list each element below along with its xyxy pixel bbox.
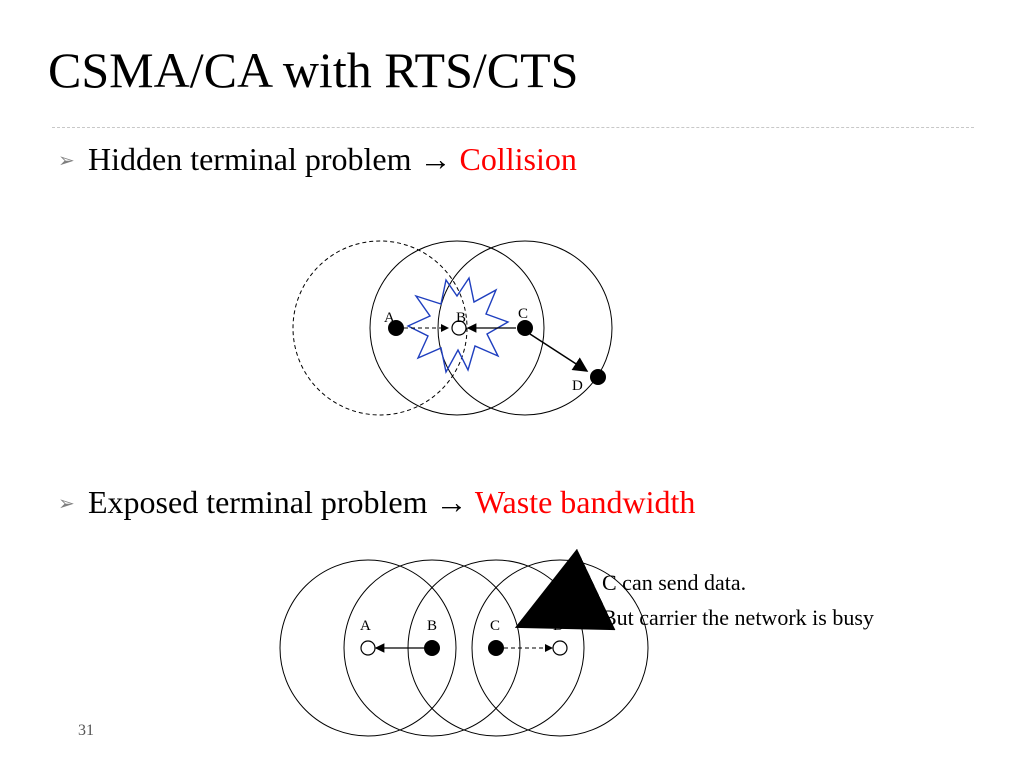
node-b xyxy=(451,320,467,336)
bullet-exposed-terminal: ➢ Exposed terminal problem → Waste bandwi… xyxy=(58,482,695,523)
bullet-hidden-terminal: ➢ Hidden terminal problem → Collision xyxy=(58,139,577,180)
label-d: D xyxy=(572,378,583,394)
node-c xyxy=(517,320,533,336)
collision-burst-icon xyxy=(406,276,510,375)
exposed-terminal-diagram: A B C D C can send data. But carrier the… xyxy=(279,548,874,737)
node-a xyxy=(388,320,404,336)
slide-title: CSMA/CA with RTS/CTS xyxy=(48,42,579,98)
arrow-bullet-icon: ➢ xyxy=(58,148,75,172)
node-c xyxy=(488,640,504,656)
range-circle-c xyxy=(437,240,613,416)
hidden-terminal-diagram: A B C D xyxy=(292,240,613,416)
callout-line-1: C can send data. xyxy=(602,570,746,595)
label-d: D xyxy=(553,618,564,634)
bullet-text: Hidden terminal problem → xyxy=(88,141,460,177)
arrow-bullet-icon: ➢ xyxy=(58,491,75,515)
label-c: C xyxy=(518,306,528,322)
node-b xyxy=(424,640,440,656)
range-circle-b xyxy=(369,240,545,416)
bullet-text: Exposed terminal problem → xyxy=(88,484,475,520)
bullet-highlight: Collision xyxy=(459,141,577,177)
node-d xyxy=(552,640,568,656)
node-a xyxy=(360,640,376,656)
callout-arrow xyxy=(514,548,616,631)
page-number: 31 xyxy=(78,722,94,739)
title-divider xyxy=(52,127,974,128)
callout-line-2: But carrier the network is busy xyxy=(602,605,874,630)
label-b: B xyxy=(456,310,466,326)
node-d xyxy=(590,369,606,385)
label-c: C xyxy=(490,618,500,634)
label-a: A xyxy=(360,618,371,634)
range-circle-a xyxy=(279,559,457,737)
link-c-to-d xyxy=(529,333,589,372)
label-a: A xyxy=(384,310,395,326)
bullet-highlight: Waste bandwidth xyxy=(474,484,696,520)
label-b: B xyxy=(427,618,437,634)
